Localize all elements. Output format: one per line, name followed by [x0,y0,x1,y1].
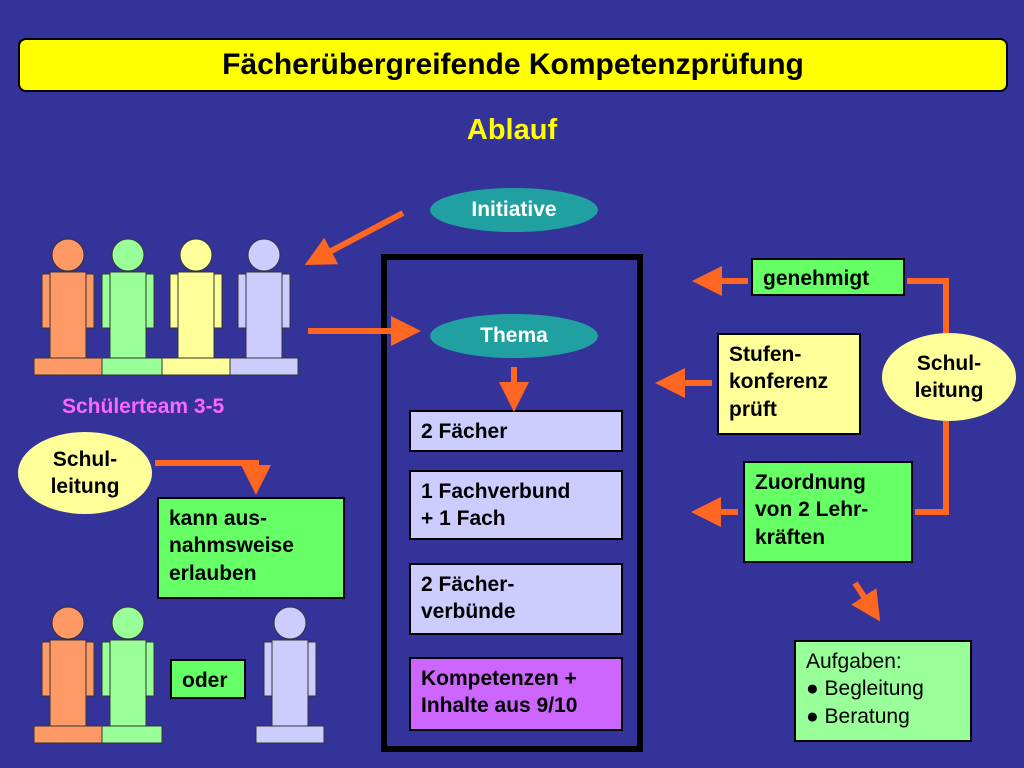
person-icon [33,238,103,376]
person-icon [161,238,231,376]
option-2-faecherverbuende: 2 Fächer- verbünde [409,563,623,635]
stufenkonferenz-line: prüft [729,397,777,421]
ausnahme-line: nahmsweise [169,534,294,558]
person-figure-single [255,606,325,744]
connector-schulleitung-to-genehmigt [907,278,949,333]
kompetenzen-line: Inhalte aus 9/10 [421,694,578,718]
initiative-oval: Initiative [430,188,598,232]
schulleitung-right-ellipse: Schul- leitung [882,333,1016,421]
option-line: 2 Fächer [421,420,508,443]
zuordnung-line: von 2 Lehr- [755,498,869,522]
person-icon [229,238,299,376]
arrows [155,210,949,622]
stufenkonferenz-line: Stufen- [729,343,802,366]
person-icon [101,606,163,744]
arrow-zuordnung-to-aufgaben [851,581,881,622]
schulleitung-line: Schul- [916,351,982,375]
aufgaben-heading: Aufgaben: [806,650,902,673]
person-icon [255,606,325,744]
oder-box: oder [170,659,246,699]
option-fachverbund-fach: 1 Fachverbund + 1 Fach [409,470,623,540]
zuordnung-box: Zuordnung von 2 Lehr- kräften [743,461,913,563]
option-line: verbünde [421,600,516,624]
stufenkonferenz-box: Stufen- konferenz prüft [717,333,861,435]
genehmigt-box: genehmigt [751,258,905,296]
option-line: 1 Fachverbund [421,480,571,503]
zuordnung-line: Zuordnung [755,471,866,494]
aufgaben-item: ● Beratung [806,704,910,728]
schulleitung-left-ellipse: Schul- leitung [18,432,152,514]
ausnahme-box: kann aus- nahmsweise erlauben [157,497,345,599]
kompetenzen-line: Kompetenzen + [421,667,577,690]
arrow-initiative-to-team [304,210,405,266]
option-line: + 1 Fach [421,507,506,531]
schulleitung-line: leitung [914,379,984,402]
aufgaben-item: ● Begleitung [806,677,924,701]
schuelerteam-label: Schülerteam 3-5 [62,395,225,418]
slide-title: Fächerübergreifende Kompetenzprüfung [18,38,1008,92]
zuordnung-line: kräften [755,525,826,549]
option-line: 2 Fächer- [421,573,515,596]
arrow-schulleitung-to-ausnahme [155,460,271,495]
ausnahme-line: kann aus- [169,507,268,530]
person-icon [33,606,103,744]
schulleitung-line: leitung [50,475,120,498]
person-figures-pair [33,606,163,744]
thema-oval: Thema [430,314,598,358]
options-frame [381,254,643,752]
connector-schulleitung-to-zuordnung [915,421,949,515]
ausnahme-line: erlauben [169,561,257,585]
schulleitung-line: Schul- [52,447,118,471]
aufgaben-box: Aufgaben: ● Begleitung ● Beratung [794,640,972,742]
stufenkonferenz-line: konferenz [729,370,829,394]
kompetenzen-box: Kompetenzen + Inhalte aus 9/10 [409,657,623,731]
slide-subtitle: Ablauf [466,114,558,146]
bullet-icon: ● [806,704,819,728]
person-icon [101,238,163,376]
bullet-icon: ● [806,677,819,701]
person-figures-team [33,238,299,376]
option-2-faecher: 2 Fächer [409,410,623,452]
